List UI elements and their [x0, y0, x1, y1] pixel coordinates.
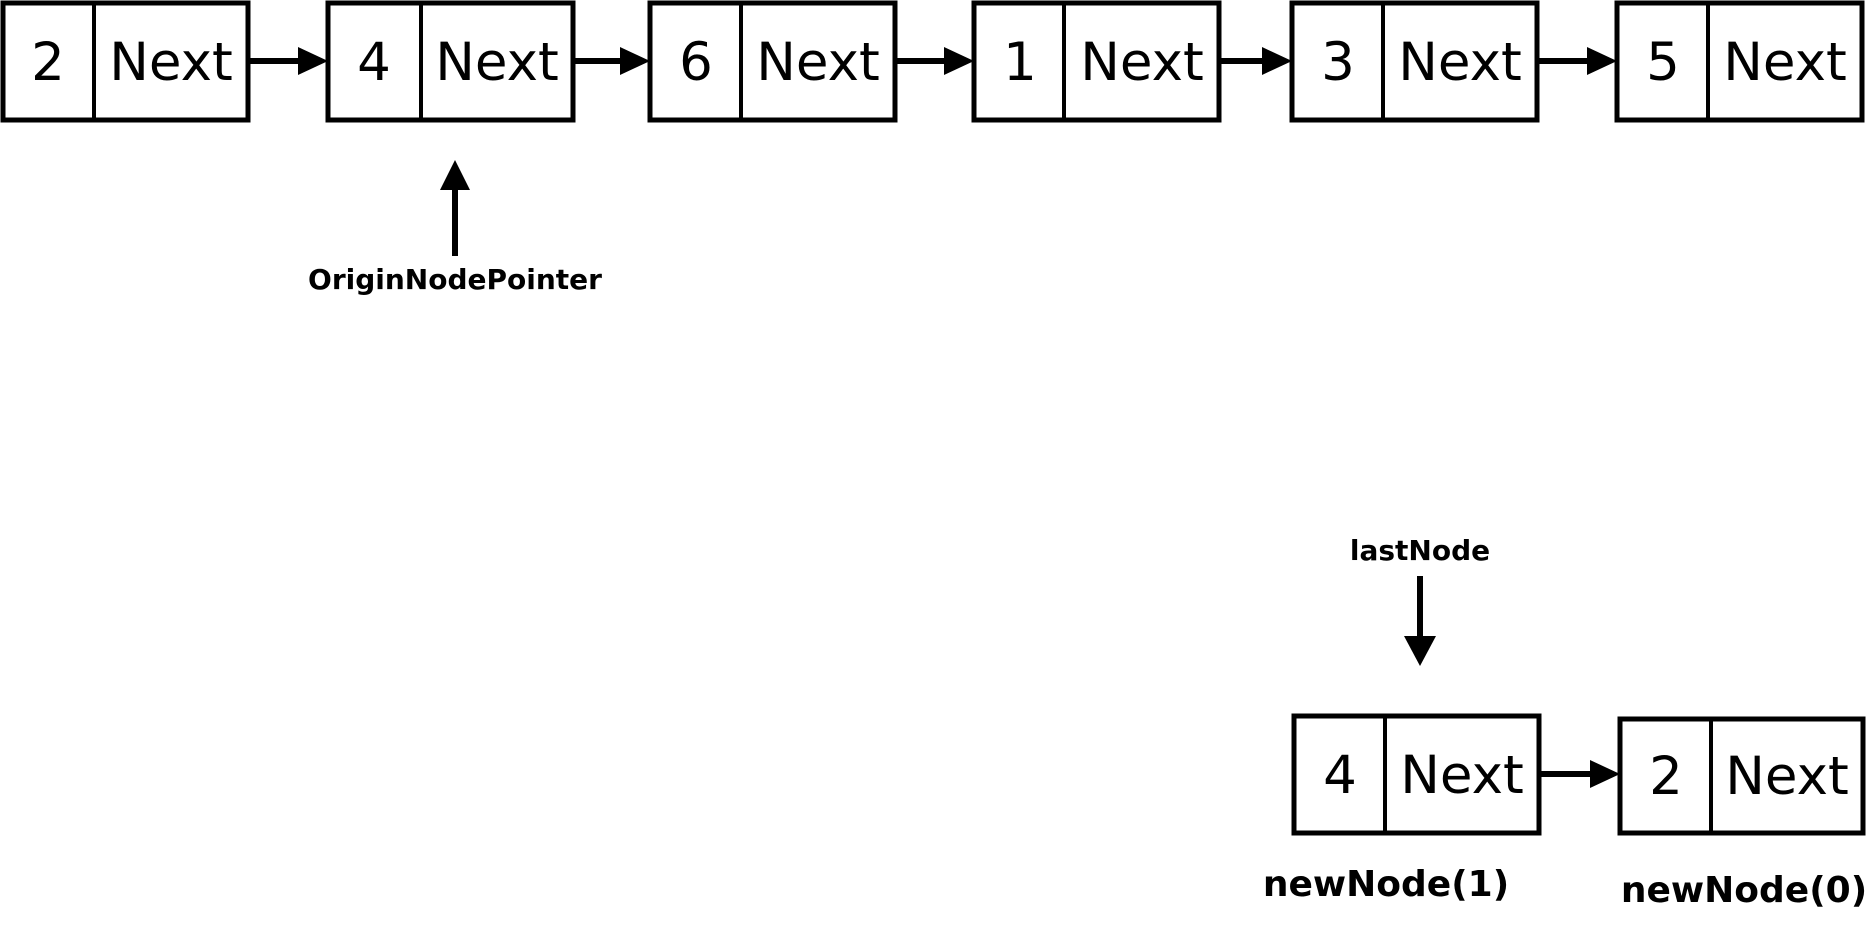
- list-node: 1 Next: [971, 0, 1222, 123]
- node-next-field: Next: [1400, 745, 1523, 806]
- node-next-field: Next: [1398, 32, 1521, 93]
- node-value: 5: [1646, 32, 1680, 93]
- origin-pointer-label: OriginNodePointer: [308, 263, 602, 296]
- new-node-caption: newNode(0): [1621, 870, 1867, 911]
- node-value: 2: [1649, 746, 1683, 807]
- node-box: [971, 0, 1222, 123]
- node-next-field: Next: [1723, 32, 1846, 93]
- list-node: 4 Next: [325, 0, 576, 123]
- list-node: 2 Next: [0, 0, 251, 123]
- node-box: [0, 0, 251, 123]
- link-arrow: [1537, 47, 1617, 75]
- node-value: 2: [31, 32, 65, 93]
- down-arrow-icon: [1404, 636, 1436, 666]
- link-arrow: [1219, 47, 1292, 75]
- up-arrow-icon: [440, 160, 470, 190]
- new-node: 4 Next newNode(1): [1263, 713, 1542, 905]
- new-node-caption: newNode(1): [1263, 864, 1509, 905]
- node-value: 3: [1321, 32, 1355, 93]
- last-node-label: lastNode: [1350, 534, 1490, 567]
- top-linked-list: 2 Next 4 Next 6 Next: [0, 0, 1865, 123]
- new-node: 2 Next newNode(0): [1617, 716, 1867, 911]
- link-arrow: [895, 47, 974, 75]
- node-next-field: Next: [1080, 32, 1203, 93]
- node-next-field: Next: [435, 32, 558, 93]
- list-node: 5 Next: [1614, 0, 1865, 123]
- node-value: 1: [1003, 32, 1037, 93]
- node-box: [1291, 713, 1542, 836]
- last-node-pointer: lastNode: [1350, 534, 1490, 666]
- new-node-list: 4 Next newNode(1) 2 Next newNode(0): [1263, 713, 1867, 911]
- list-node: 6 Next: [647, 0, 898, 123]
- node-next-field: Next: [1725, 746, 1848, 807]
- node-value: 6: [679, 32, 713, 93]
- list-node: 3 Next: [1289, 0, 1540, 123]
- link-arrow: [573, 47, 650, 75]
- node-value: 4: [357, 32, 391, 93]
- node-box: [647, 0, 898, 123]
- origin-node-pointer: OriginNodePointer: [308, 160, 602, 296]
- node-value: 4: [1323, 745, 1357, 806]
- link-arrow: [248, 47, 328, 75]
- node-next-field: Next: [756, 32, 879, 93]
- link-arrow: [1539, 760, 1620, 788]
- node-box: [1617, 716, 1866, 836]
- node-next-field: Next: [109, 32, 232, 93]
- node-box: [1614, 0, 1865, 123]
